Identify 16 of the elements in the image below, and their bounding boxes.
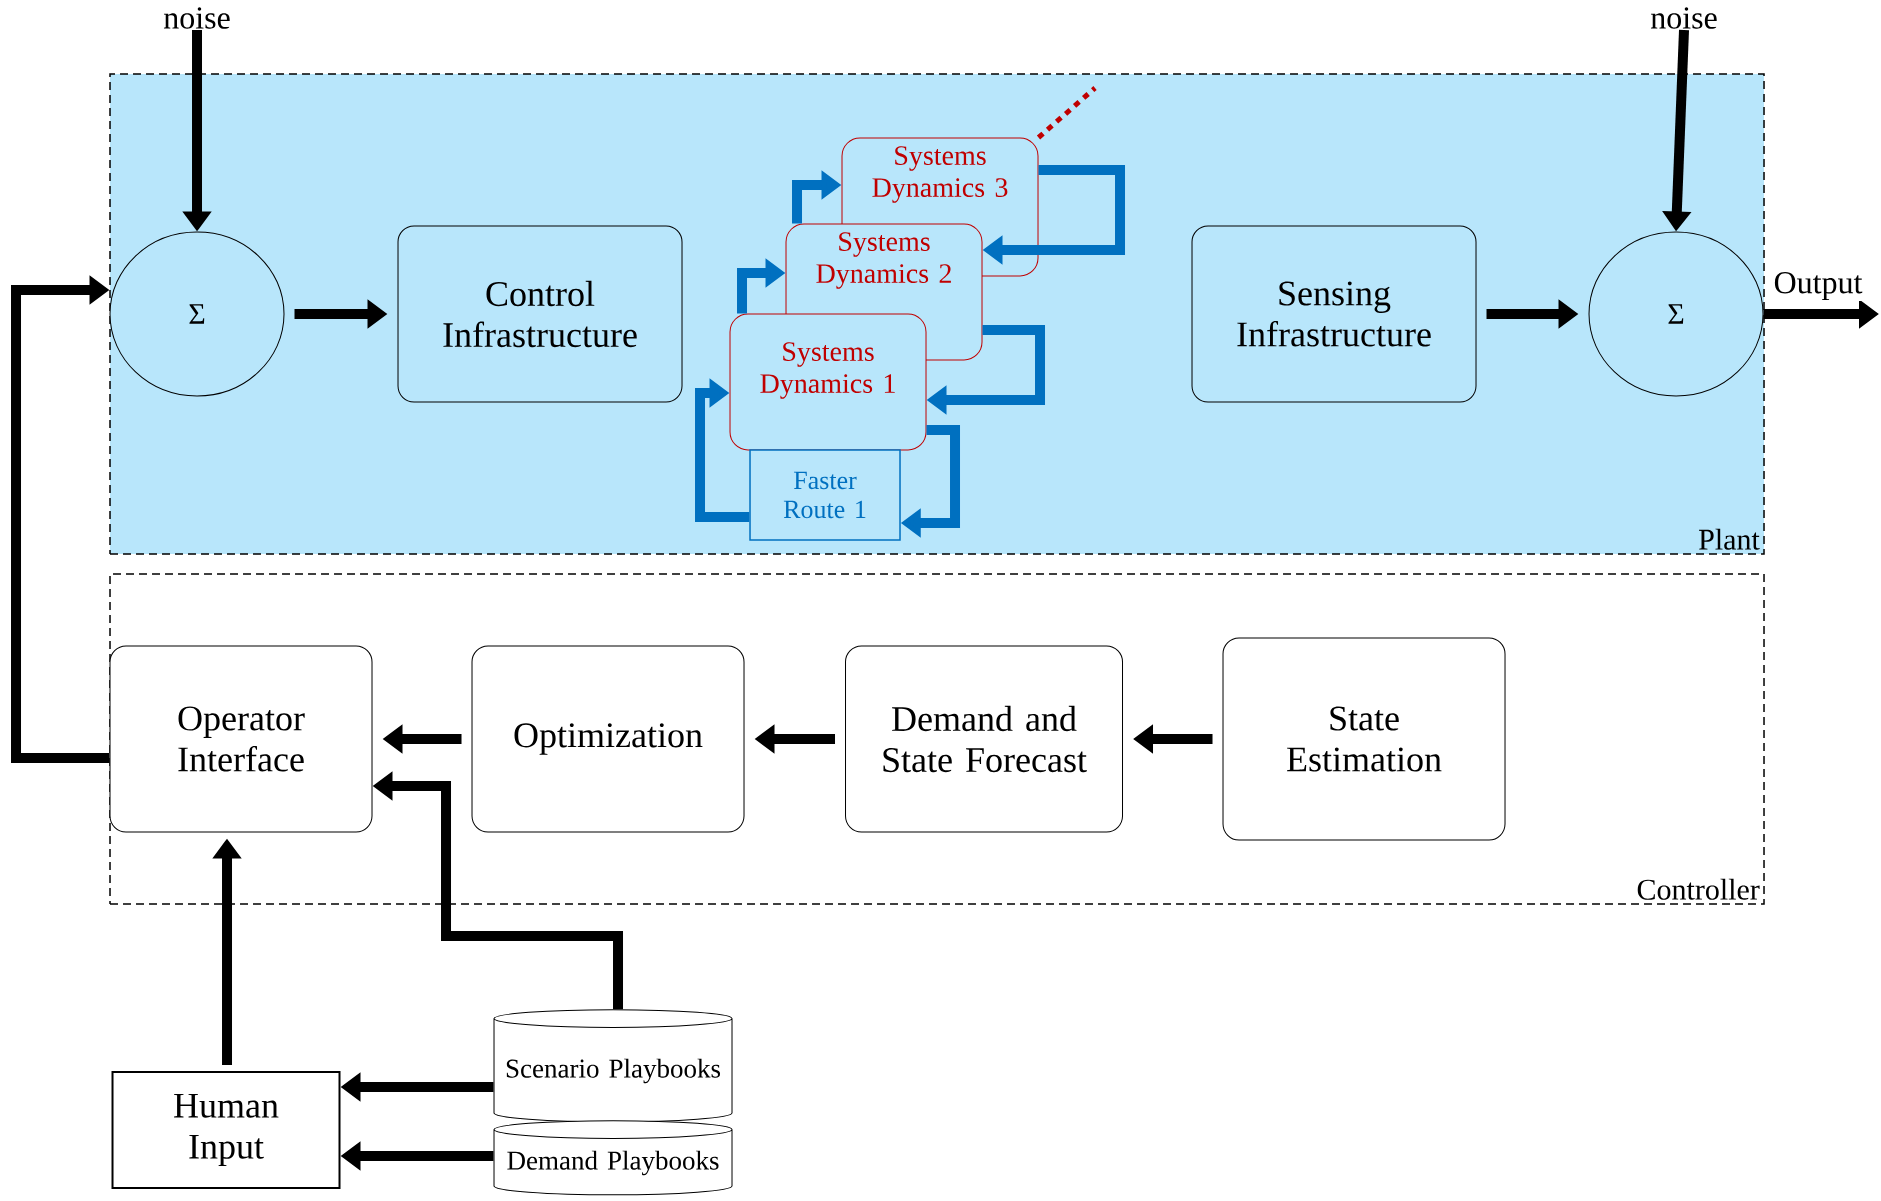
noise-label: noise xyxy=(164,7,230,29)
process-box: Optimization xyxy=(471,645,745,833)
process-box: State Estimation xyxy=(1222,637,1506,841)
process-box: Demand and State Forecast xyxy=(845,645,1123,833)
input-box: Human Input xyxy=(111,1071,341,1189)
database-cylinder: Scenario Playbooks xyxy=(493,1009,733,1123)
route-box: Faster Route 1 xyxy=(749,449,901,541)
arrow xyxy=(11,275,110,763)
process-box: Operator Interface xyxy=(109,645,373,833)
dynamics-box: Systems Dynamics 1 xyxy=(729,313,927,451)
process-box: Control Infrastructure xyxy=(397,225,683,403)
edge-label: Output xyxy=(1772,271,1864,301)
arrow xyxy=(695,378,750,522)
process-box: Sensing Infrastructure xyxy=(1191,225,1477,403)
noise-label: noise xyxy=(1651,7,1717,29)
database-cylinder: Demand Playbooks xyxy=(493,1120,733,1196)
